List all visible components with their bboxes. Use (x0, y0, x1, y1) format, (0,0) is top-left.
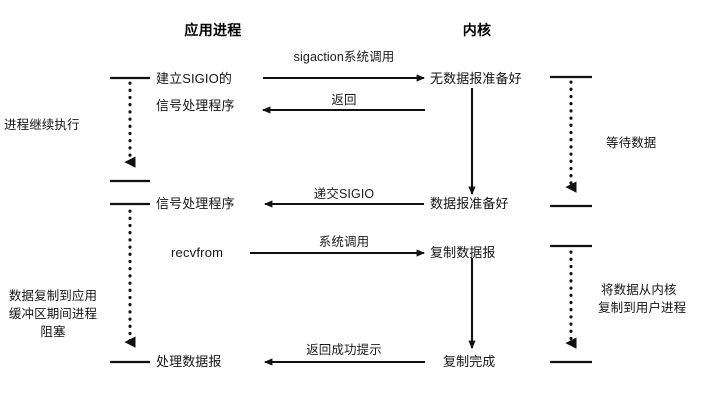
left-timeline-ticks (110, 76, 150, 364)
edge-label-system-call: 系统调用 (318, 235, 370, 249)
app-node-establish-sigio-line-1: 建立SIGIO的 (156, 71, 232, 86)
edge-label-return-success: 返回成功提示 (306, 343, 382, 357)
kernel-node-datagram-ready: 数据报准备好 (430, 196, 509, 211)
edge-label-sigaction-call: sigaction系统调用 (293, 50, 395, 64)
column-header-app: 应用进程 (184, 22, 242, 38)
kernel-node-copy-complete: 复制完成 (443, 354, 496, 369)
side-note-right-upper: 等待数据 (606, 136, 657, 150)
app-node-establish-sigio-line-2: 信号处理程序 (156, 98, 235, 113)
app-node-signal-handler: 信号处理程序 (156, 196, 235, 211)
app-node-recvfrom: recvfrom (171, 245, 224, 260)
side-note-left-lower-line-2: 缓冲区期间进程 (8, 307, 98, 321)
kernel-node-no-datagram-ready: 无数据报准备好 (430, 71, 522, 86)
app-node-process-datagram: 处理数据报 (156, 354, 222, 369)
side-note-left-lower-line-3: 阻塞 (40, 325, 66, 339)
side-note-right-lower-line-1: 将数据从内核 (601, 283, 677, 297)
side-note-left-lower-line-1: 数据复制到应用 (8, 289, 98, 303)
edge-label-deliver-sigio: 递交SIGIO (313, 187, 375, 201)
edge-label-return: 返回 (331, 93, 357, 107)
side-note-left-upper: 进程继续执行 (4, 118, 80, 132)
kernel-node-copy-datagram: 复制数据报 (430, 245, 496, 260)
side-note-right-lower-line-2: 复制到用户进程 (598, 301, 687, 315)
column-header-kernel: 内核 (462, 22, 492, 38)
right-timeline-ticks (550, 75, 592, 364)
